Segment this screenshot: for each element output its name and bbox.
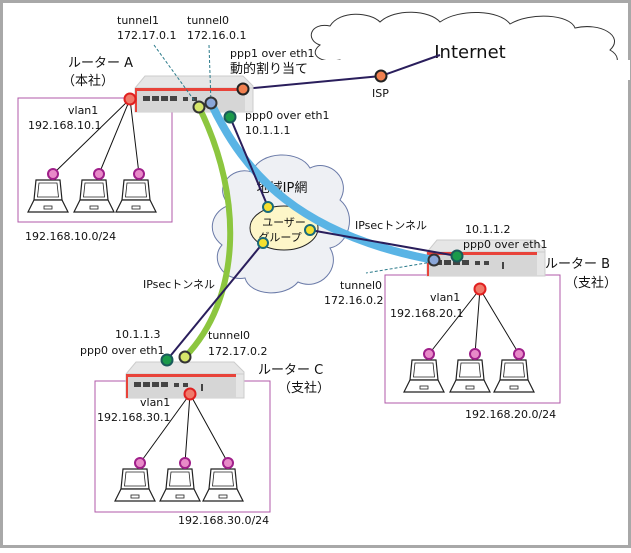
router-b-ppp0-node <box>450 249 464 263</box>
router-c-ppp0-node <box>160 353 174 367</box>
router-a-ppp1-label: ppp1 over eth1 <box>230 47 315 60</box>
ipsec-tunnel-a-b <box>207 99 438 264</box>
router-a-vlan-label: vlan1 <box>68 104 98 117</box>
router-b-vlan-node <box>473 282 487 296</box>
ipsec-tunnel-a-c-label: IPsecトンネル <box>143 278 215 291</box>
lan-a-subnet: 192.168.10.0/24 <box>25 230 116 243</box>
router-a-tunnel1-node <box>192 100 206 114</box>
lan-c-subnet: 192.168.30.0/24 <box>178 514 269 527</box>
user-group-node <box>257 237 269 249</box>
user-group-node <box>262 201 274 213</box>
user-group-label-line2: グループ <box>258 230 301 244</box>
router-a-ppp0-label: ppp0 over eth1 <box>245 109 330 122</box>
router-a-vlan-node <box>123 92 137 106</box>
host-node <box>469 348 481 360</box>
host-node <box>513 348 525 360</box>
router-b-ppp0-label: ppp0 over eth1 <box>463 238 548 251</box>
router-b-tunnel0-node <box>427 253 441 267</box>
router-a-tunnel0-ip: 172.16.0.1 <box>187 29 246 42</box>
router-c-tunnel0-ip: 172.17.0.2 <box>208 345 267 358</box>
isp-label: ISP <box>372 87 389 100</box>
router-a-tunnel1-ip: 172.17.0.1 <box>117 29 176 42</box>
router-a-vlan-ip: 192.168.10.1 <box>28 119 101 132</box>
router-c-ppp0-ip: 10.1.1.3 <box>115 328 160 341</box>
host-node <box>222 457 234 469</box>
router-a-name: ルーター A <box>68 56 133 71</box>
router-a-ppp0-node <box>223 110 237 124</box>
host-node <box>47 168 59 180</box>
ipsec-tunnel-a-c <box>182 104 234 360</box>
host-node <box>93 168 105 180</box>
router-b-vlan-label: vlan1 <box>430 291 460 304</box>
host-node <box>423 348 435 360</box>
router-c-site: （支社） <box>278 380 330 396</box>
router-a-tunnel0-node <box>204 96 218 110</box>
router-c-ppp0-label: ppp0 over eth1 <box>80 344 165 357</box>
router-c-vlan-node <box>183 387 197 401</box>
router-a-ppp0-ip: 10.1.1.1 <box>245 124 290 137</box>
router-a-tunnel0-label: tunnel0 <box>187 14 229 27</box>
host-node <box>179 457 191 469</box>
user-group-node <box>304 224 316 236</box>
tunnel1-a-leader <box>153 44 200 108</box>
router-a-ppp1-ip: 動的割り当て <box>230 61 308 77</box>
router-a-ppp1-node <box>236 82 250 96</box>
host-node <box>133 168 145 180</box>
router-c-tunnel0-label: tunnel0 <box>208 329 250 342</box>
tunnel0-b-leader <box>365 261 433 274</box>
router-a-tunnel1-label: tunnel1 <box>117 14 159 27</box>
router-b-tunnel0-label: tunnel0 <box>340 279 382 292</box>
router-b-vlan-ip: 192.168.20.1 <box>390 307 463 320</box>
router-c-vlan-ip: 192.168.30.1 <box>97 411 170 424</box>
router-b-tunnel0-ip: 172.16.0.2 <box>324 294 383 307</box>
router-c-tunnel0-node <box>178 350 192 364</box>
router-c-vlan-label: vlan1 <box>140 396 170 409</box>
host-node <box>134 457 146 469</box>
router-b-name: ルーター B <box>545 257 610 272</box>
lan-a-box <box>17 97 173 223</box>
router-b-ppp0-ip: 10.1.1.2 <box>465 223 510 236</box>
isp-node <box>374 69 388 83</box>
router-a-site: （本社） <box>62 73 114 89</box>
internet-label: Internet <box>434 42 505 63</box>
router-b-site: （支社） <box>565 275 617 291</box>
lan-b-subnet: 192.168.20.0/24 <box>465 408 556 421</box>
ppp-links <box>166 116 458 361</box>
ipsec-tunnel-a-b-label: IPsecトンネル <box>355 219 427 232</box>
internet-cloud: Internet <box>300 11 630 80</box>
router-c-name: ルーター C <box>258 363 323 378</box>
user-group-label-line1: ユーザー <box>262 216 306 229</box>
